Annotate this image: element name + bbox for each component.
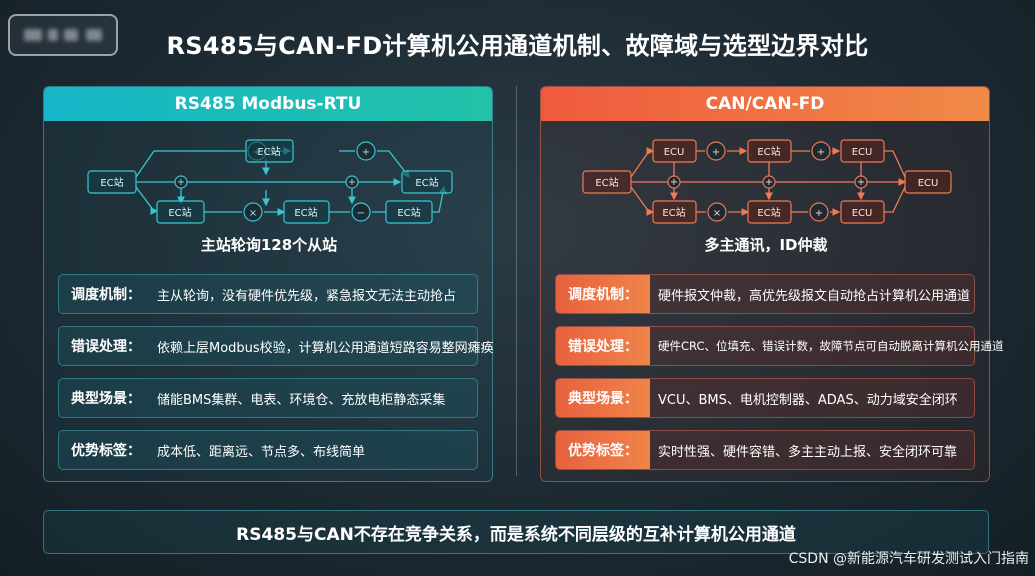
row-text: 储能BMS集群、电表、环境仓、充放电柜静态采集 — [157, 392, 446, 408]
svg-text:×: × — [249, 208, 257, 219]
row-tag: 优势标签： — [71, 443, 141, 459]
minus-node-icon — [351, 202, 371, 222]
rs485-caption: 主站轮询128个从站 — [200, 236, 338, 254]
row-text: VCU、BMS、电机控制器、ADAS、动力域安全闭环 — [658, 392, 958, 408]
can-bottom-node-label: ECU — [852, 208, 873, 219]
summary-banner: RS485与CAN不存在竞争关系，而是系统不同层级的互补计算机公用通道 — [43, 510, 989, 554]
page-title: RS485与CAN-FD计算机公用通道机制、故障域与选型边界对比 — [166, 32, 869, 60]
row-text: 主从轮询，没有硬件优先级，紧急报文无法主动抢占 — [157, 288, 457, 304]
rs485-topology-diagram: ++ ++ ×− EC站 EC站 EC站 EC站 EC站 EC站 — [87, 139, 453, 224]
can-row-error-handling: 错误处理： 硬件CRC、位填充、错误计数，故障节点可自动脱离计算机公用通道 — [555, 326, 1003, 366]
row-tag: 调度机制： — [556, 275, 650, 313]
rs485-master-label: EC站 — [100, 176, 123, 189]
svg-text:+: + — [177, 177, 185, 188]
multiply-node-icon — [707, 202, 727, 222]
can-row-advantages: 优势标签： 实时性强、硬件容错、多主主动上报、安全闭环可靠 — [555, 430, 975, 470]
rs485-branch-top-left — [135, 150, 246, 178]
junction-icon — [174, 175, 188, 189]
rs485-row-advantages: 优势标签： 成本低、距离远、节点多、布线简单 — [58, 430, 478, 470]
junction-icon — [345, 175, 359, 189]
row-text: 依赖上层Modbus校验，计算机公用通道短路容易整网瘫痪 — [157, 340, 494, 356]
can-row-scenarios: 典型场景： VCU、BMS、电机控制器、ADAS、动力域安全闭环 — [555, 378, 975, 418]
rs485-row-error-handling: 错误处理： 依赖上层Modbus校验，计算机公用通道短路容易整网瘫痪 — [58, 326, 494, 366]
can-row-scheduling: 调度机制： 硬件报文仲裁，高优先级报文自动抢占计算机公用通道 — [555, 274, 975, 314]
rs485-bottom-node-label: EC站 — [168, 206, 191, 219]
row-tag: 错误处理： — [71, 339, 141, 355]
svg-text:+: + — [765, 177, 773, 188]
rs485-top-node-label: EC站 — [257, 145, 280, 158]
row-text: 实时性强、硬件容错、多主主动上报、安全闭环可靠 — [658, 444, 958, 460]
svg-text:+: + — [362, 147, 370, 158]
can-top-node-label: ECU — [664, 147, 685, 158]
svg-text:+: + — [857, 177, 865, 188]
row-tag: 调度机制： — [71, 287, 141, 303]
can-bottom-node-label: EC站 — [662, 206, 685, 219]
row-tag: 典型场景： — [71, 391, 141, 407]
csdn-watermark: CSDN @新能源汽车研发测试入门指南 — [788, 551, 1029, 567]
svg-text:+: + — [348, 177, 356, 188]
plus-node-icon — [811, 141, 831, 161]
plus-node-icon — [356, 141, 376, 161]
row-text: 硬件CRC、位填充、错误计数，故障节点可自动脱离计算机公用通道 — [658, 339, 1004, 353]
can-right-node-label: ECU — [918, 178, 939, 189]
center-divider — [516, 86, 517, 476]
svg-text:+: + — [670, 177, 678, 188]
blurred-logo — [8, 14, 118, 56]
can-panel-header: CAN/CAN-FD — [541, 87, 989, 121]
can-left-node-label: EC站 — [595, 176, 618, 189]
plus-node-icon — [706, 141, 726, 161]
can-panel: CAN/CAN-FD — [540, 86, 1003, 482]
can-caption: 多主通讯，ID仲裁 — [704, 236, 828, 254]
can-bottom-node-label: EC站 — [757, 206, 780, 219]
row-tag: 优势标签： — [556, 431, 650, 469]
plus-node-icon — [809, 202, 829, 222]
rs485-right-node-label: EC站 — [415, 176, 438, 189]
svg-text:+: + — [817, 147, 825, 158]
svg-text:×: × — [713, 208, 721, 219]
rs485-bottom-node-label: EC站 — [397, 206, 420, 219]
row-text: 硬件报文仲裁，高优先级报文自动抢占计算机公用通道 — [658, 288, 971, 304]
can-top-node-label: ECU — [852, 147, 873, 158]
can-topology-diagram: + + + + + × + EC站 ECU EC站 ECU EC站 EC站 ECU EC… — [582, 139, 952, 224]
row-text: 成本低、距离远、节点多、布线简单 — [157, 444, 366, 460]
rs485-master-node — [87, 170, 137, 194]
can-top-node-label: EC站 — [757, 145, 780, 158]
row-tag: 错误处理： — [556, 327, 650, 365]
rs485-row-scheduling: 调度机制： 主从轮询，没有硬件优先级，紧急报文无法主动抢占 — [58, 274, 478, 314]
plus-node-icon — [243, 202, 263, 222]
rs485-panel: RS485 Modbus-RTU — [43, 86, 494, 482]
row-tag: 典型场景： — [556, 379, 650, 417]
svg-text:+: + — [815, 208, 823, 219]
rs485-panel-header: RS485 Modbus-RTU — [44, 87, 492, 121]
rs485-row-scenarios: 典型场景： 储能BMS集群、电表、环境仓、充放电柜静态采集 — [58, 378, 478, 418]
svg-text:+: + — [712, 147, 720, 158]
rs485-bottom-node-label: EC站 — [294, 206, 317, 219]
svg-text:−: − — [357, 208, 365, 219]
